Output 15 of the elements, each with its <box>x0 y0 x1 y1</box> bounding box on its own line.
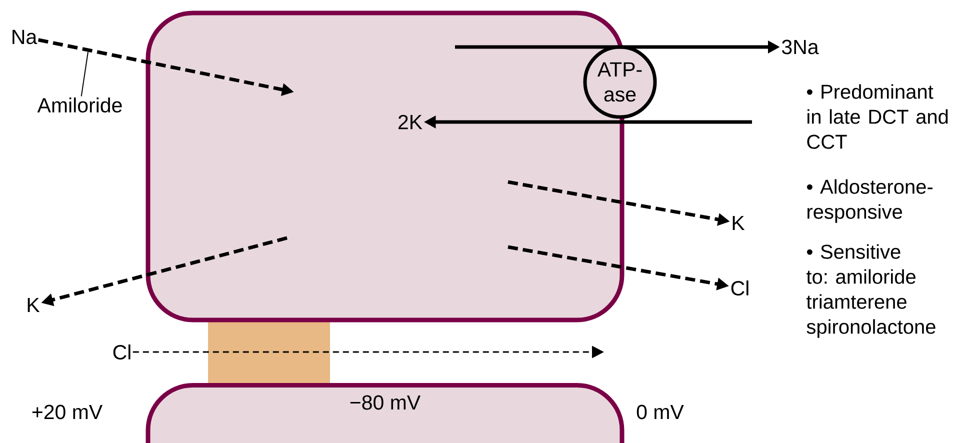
ion-label: 2K <box>398 114 422 130</box>
bullet-item: • Aldosterone-responsive <box>806 179 932 223</box>
ion-label: K <box>732 216 745 230</box>
ion-label: K <box>28 298 40 312</box>
voltage-label: +20 mV <box>32 404 102 420</box>
ion-label: Na <box>12 30 38 44</box>
tight-junction-bar <box>208 320 330 383</box>
bullet-item: • Predominant in late DCT and CCT <box>806 84 948 149</box>
leader-line <box>80 52 88 97</box>
ion-label: Cl <box>731 280 748 296</box>
bullet-item: • Sensitive to: amiloride triamterene spironolactone <box>806 244 936 338</box>
cell-box: −80 mV <box>146 383 624 443</box>
ion-label: 3Na <box>782 40 819 54</box>
ion-label: Amiloride <box>37 97 122 113</box>
ion-label: Cl <box>113 344 130 360</box>
